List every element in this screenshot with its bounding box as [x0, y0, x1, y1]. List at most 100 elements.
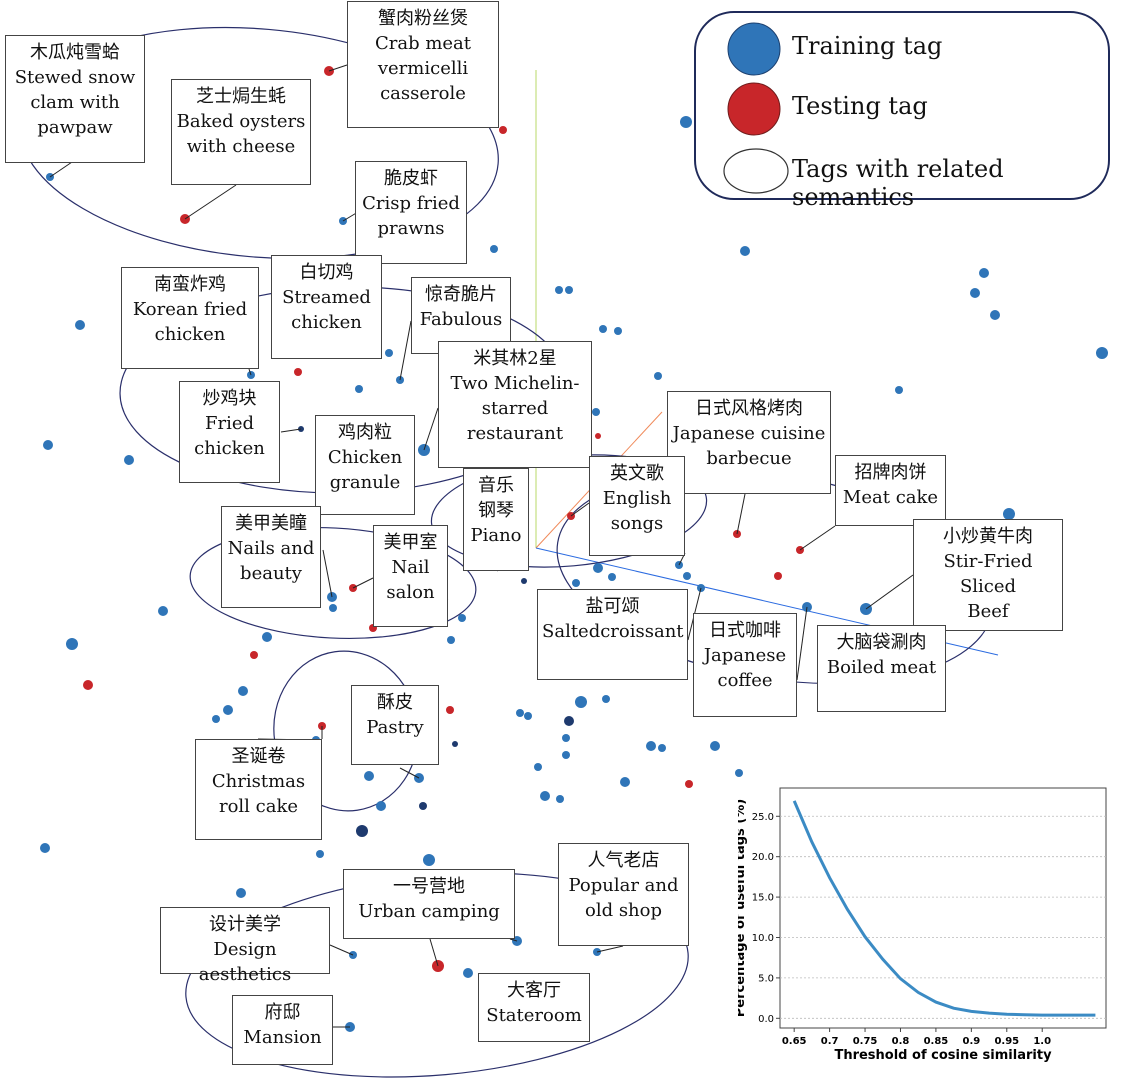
tag-chinese-name: 芝士焗生蚝 [196, 86, 286, 107]
dark-point [356, 825, 368, 837]
tag-english-name: prawns [377, 218, 445, 239]
training-point [43, 440, 53, 450]
tag-english-name: Korean fried [132, 299, 248, 320]
leader-line [184, 184, 237, 220]
tag-english-name: coffee [717, 670, 773, 691]
tag-chinese-name: 招牌肉饼 [854, 462, 927, 483]
tag-chinese-name: 南蛮炸鸡 [154, 274, 226, 295]
leader-line [596, 945, 624, 953]
training-point [614, 327, 622, 335]
training-point [680, 116, 692, 128]
leader-line [429, 938, 439, 967]
testing-point [83, 680, 93, 690]
training-point [565, 286, 573, 294]
tag-english-name: Streamed [282, 287, 371, 308]
tag-english-name: Crab meat [374, 33, 472, 54]
tag-english-name: casserole [380, 83, 466, 104]
plot-frame [779, 787, 1107, 1029]
tag-english-name: granule [329, 472, 401, 493]
training-point [364, 771, 374, 781]
training-point [66, 638, 78, 650]
y-tick-label: 10.0 [752, 933, 774, 944]
tag-english-name: vermicelli [377, 58, 469, 79]
training-point [556, 795, 564, 803]
leader-line [399, 320, 412, 381]
tag-english-name: clam with [30, 92, 120, 113]
tag-english-name: Stir-Fried Sliced [943, 551, 1033, 597]
legend-testing-label: Testing tag [792, 92, 928, 120]
leader-line [322, 549, 333, 598]
legend: Training tag Testing tag Tags with relat… [694, 11, 1110, 211]
training-point [423, 854, 435, 866]
training-point [599, 325, 607, 333]
training-point [385, 349, 393, 357]
tag-chinese-name: 音乐 [478, 475, 514, 496]
tag-chinese-name: 鸡肉粒 [338, 422, 392, 443]
training-point [575, 696, 587, 708]
tag-english-name: Design aesthetics [198, 939, 292, 985]
tag-english-name: Chicken [327, 447, 403, 468]
tag-english-name: restaurant [466, 423, 564, 444]
tag-chinese-name: 设计美学 [209, 914, 281, 935]
y-axis-label: Percentage of useful tags (%) [738, 799, 748, 1017]
leader-line [796, 606, 808, 681]
leader-line [736, 493, 746, 535]
tag-english-name: roll cake [218, 796, 299, 817]
tag-english-name: English [602, 488, 672, 509]
training-point [458, 614, 466, 622]
tag-chinese-name: 圣诞卷 [231, 746, 286, 767]
tag-english-name: Pastry [366, 717, 424, 738]
tag-chinese-name: 蟹肉粉丝煲 [378, 8, 468, 29]
tag-chinese-name: 炒鸡块 [202, 388, 257, 409]
related-ellipse [189, 526, 477, 640]
dark-point [452, 741, 458, 747]
testing-point [685, 780, 693, 788]
y-tick-label: 20.0 [752, 852, 774, 863]
training-marker-icon [727, 22, 781, 76]
training-point [540, 791, 550, 801]
leader-line [329, 944, 354, 956]
tag-english-name: barbecue [706, 448, 792, 469]
leader-line [352, 577, 374, 589]
dark-point [419, 802, 427, 810]
training-point [463, 968, 473, 978]
tag-chinese-name: 一号营地 [393, 876, 465, 897]
tag-english-name: Urban camping [358, 901, 500, 922]
training-point [236, 888, 246, 898]
testing-point [250, 651, 258, 659]
leader-line [423, 407, 439, 451]
tag-english-name: Christmas [211, 771, 306, 792]
tag-english-name: Baked oysters [176, 111, 306, 132]
training-point [654, 372, 662, 380]
training-point [970, 288, 980, 298]
tag-chinese-name: 惊奇脆片 [425, 284, 497, 305]
leader-line [248, 368, 252, 376]
training-point [158, 606, 168, 616]
related-marker-icon [723, 148, 789, 194]
training-point [447, 636, 455, 644]
testing-point [294, 368, 302, 376]
tag-english-name: songs [610, 513, 664, 534]
training-point [40, 843, 50, 853]
tag-chinese-name: 人气老店 [587, 850, 660, 871]
x-tick-label: 0.7 [821, 1036, 839, 1047]
training-point [572, 579, 580, 587]
training-point [979, 268, 989, 278]
x-tick-label: 0.8 [892, 1036, 910, 1047]
tag-english-name: 钢琴 [478, 500, 514, 521]
tag-label-box: 圣诞卷 Christmas roll cake [195, 739, 322, 840]
tag-chinese-name: 米其林2星 [473, 348, 557, 369]
